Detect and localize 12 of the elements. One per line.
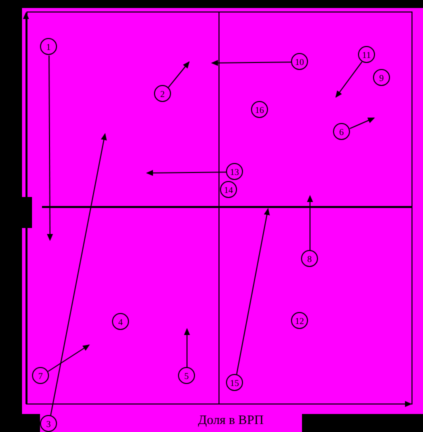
arrow bbox=[146, 170, 227, 176]
arrow bbox=[50, 133, 107, 416]
arrow bbox=[46, 55, 53, 241]
arrow bbox=[48, 344, 90, 372]
arrow bbox=[211, 60, 292, 66]
arrow bbox=[168, 61, 190, 88]
arrow bbox=[184, 328, 190, 368]
arrow bbox=[236, 208, 270, 376]
arrow bbox=[335, 61, 362, 98]
axis-label: Доля в ВРП bbox=[198, 412, 264, 428]
arrow bbox=[307, 195, 313, 251]
arrow bbox=[349, 118, 375, 130]
